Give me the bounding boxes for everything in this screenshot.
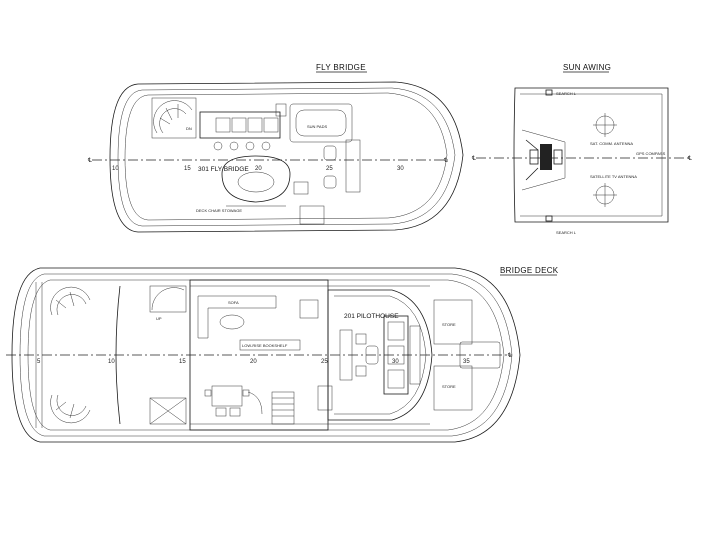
bd-store-top-label: STORE [442, 322, 456, 327]
sa-gps: GPS COMPASS [636, 151, 666, 156]
svg-text:℄: ℄ [443, 158, 448, 164]
fb-station-25: 25 [326, 166, 333, 172]
bd-store-stbd: STORE [433, 365, 473, 411]
bd-station-35: 35 [463, 359, 470, 365]
fb-sun-pads: SUN PADS [289, 103, 353, 143]
fb-station-30: 30 [397, 166, 404, 172]
bd-spiral-stair-port [50, 286, 91, 316]
fb-station-20: 20 [255, 166, 262, 172]
fb-room-label: 301 FLY BRIDGE [198, 166, 249, 173]
bd-store-port: STORE [433, 299, 473, 345]
bd-station-10: 10 [108, 359, 115, 365]
bd-station-20: 20 [250, 359, 257, 365]
sa-radar-mast [521, 129, 566, 191]
fb-dining-table [221, 155, 291, 207]
fly-bridge-title: FLY BRIDGE [316, 63, 366, 72]
sa-sat-comm: SAT. COMM. ANTENNA [590, 141, 633, 146]
bd-store-bottom-label: STORE [442, 384, 456, 389]
bd-forward-stair [271, 391, 295, 425]
bd-dining-area: LOW-RISE BOOKSHELF [204, 339, 301, 417]
fb-dn-label: DN [186, 126, 192, 131]
bd-aft-stair-stbd [149, 397, 187, 425]
bd-up-label: UP [156, 316, 162, 321]
fb-spiral-stair: DN [151, 97, 197, 139]
bd-station-30: 30 [392, 359, 399, 365]
sun-awing-title: SUN AWING [563, 63, 611, 72]
svg-text:℄: ℄ [687, 156, 692, 162]
sa-search-top: SEARCH L [556, 91, 577, 96]
fly-bridge-plan: ℄ ℄ 10 15 20 25 30 DN [87, 81, 464, 233]
bd-station-25: 25 [321, 359, 328, 365]
fb-bar-counter [199, 103, 287, 151]
bd-pilothouse-label: 201 PILOTHOUSE [344, 313, 399, 320]
bd-bookshelf-label: LOW-RISE BOOKSHELF [242, 343, 288, 348]
bd-aft-stair-up: UP [149, 285, 187, 321]
fb-deck-label: DECK CHAIR STOWAGE [196, 208, 242, 213]
sa-sat-tv: SATELLITE TV ANTENNA [590, 174, 637, 179]
sa-search-bottom: SEARCH L [556, 230, 577, 235]
svg-text:℄: ℄ [471, 156, 476, 162]
bridge-deck-title: BRIDGE DECK [500, 266, 559, 275]
bridge-deck-plan: ℄ 5 10 15 20 25 30 35 UP [6, 267, 521, 443]
sun-awing-plan: ℄ ℄ SEARCH L SEARCH L SAT. COMM. ANTENNA… [471, 87, 692, 235]
bd-station-5: 5 [37, 359, 41, 365]
bd-station-15: 15 [179, 359, 186, 365]
fb-station-10: 10 [112, 166, 119, 172]
svg-text:℄: ℄ [507, 353, 512, 359]
bd-spiral-stair-stbd [50, 394, 91, 424]
bd-pilothouse: 201 PILOTHOUSE [327, 289, 433, 421]
bd-sofa-label: SOFA [228, 300, 239, 305]
fb-sun-pads-label: SUN PADS [307, 124, 327, 129]
fb-station-15: 15 [184, 166, 191, 172]
bd-sofa: SOFA [197, 295, 277, 339]
svg-text:℄: ℄ [87, 158, 92, 164]
